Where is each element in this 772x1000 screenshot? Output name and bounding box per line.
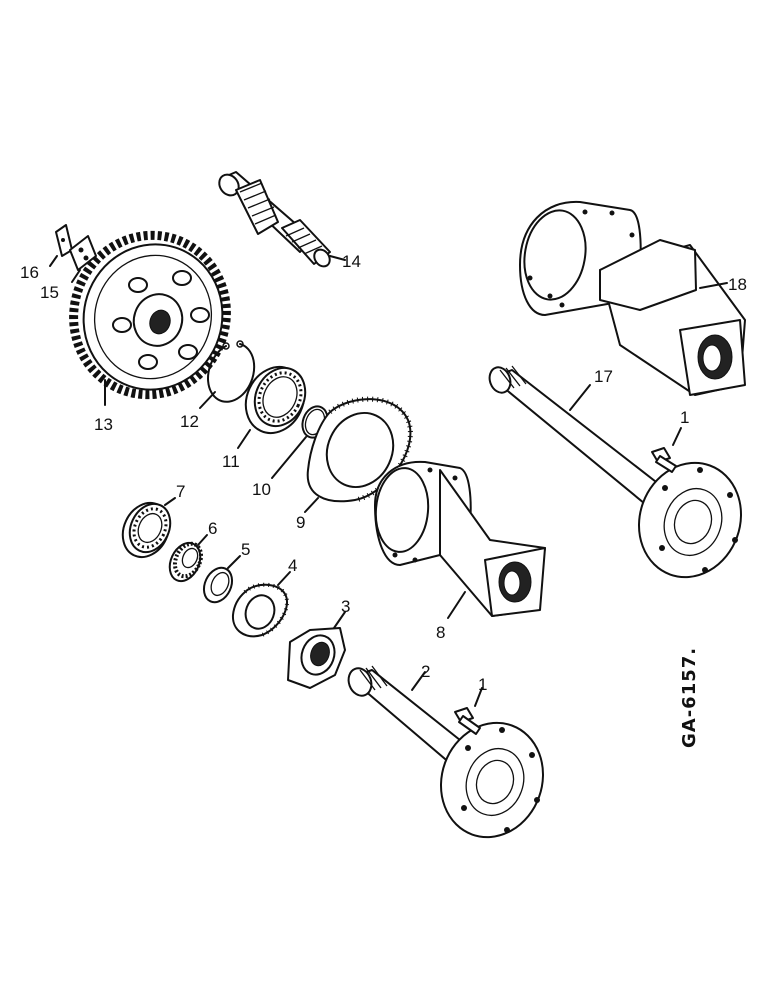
bearing-cover-drawing <box>287 611 346 689</box>
label-15: 15 <box>40 283 59 302</box>
drawing-code: GA-6157. <box>679 647 700 748</box>
label-5: 5 <box>241 540 250 559</box>
lock-plates-drawing <box>49 224 97 283</box>
label-2: 2 <box>421 662 430 681</box>
label-9: 9 <box>296 513 305 532</box>
label-1-upper: 1 <box>680 408 689 427</box>
gasket-small-drawing <box>231 571 291 638</box>
label-16: 16 <box>20 263 39 282</box>
tapered-bearing-drawing <box>168 534 208 583</box>
seal-ring-drawing <box>202 555 241 604</box>
label-4: 4 <box>288 556 297 575</box>
label-3: 3 <box>341 597 350 616</box>
part-labels: 14 16 15 13 12 11 10 9 18 17 1 7 6 5 4 3… <box>20 252 747 694</box>
label-8: 8 <box>436 623 445 642</box>
label-14: 14 <box>342 252 361 271</box>
pinion-shaft-drawing <box>218 171 346 268</box>
bolt-lower-drawing <box>454 687 483 735</box>
bolt-upper-drawing <box>651 427 682 473</box>
label-18: 18 <box>728 275 747 294</box>
label-7: 7 <box>176 482 185 501</box>
label-13: 13 <box>94 415 113 434</box>
label-10: 10 <box>252 480 271 499</box>
housing-short-drawing <box>374 460 546 619</box>
label-11: 11 <box>222 452 240 471</box>
label-1-lower: 1 <box>478 675 487 694</box>
gasket-large-drawing <box>304 396 413 513</box>
label-6: 6 <box>208 519 217 538</box>
snap-ring-drawing <box>199 340 256 409</box>
ball-bearing-small-drawing <box>121 497 176 559</box>
axle-shaft-short-drawing <box>347 665 545 839</box>
label-12: 12 <box>180 412 199 431</box>
axle-shaft-long-drawing <box>488 365 743 579</box>
housing-long-drawing <box>519 200 746 396</box>
bull-gear-drawing <box>69 230 231 406</box>
label-17: 17 <box>594 367 613 386</box>
ball-bearing-drawing <box>237 365 307 449</box>
